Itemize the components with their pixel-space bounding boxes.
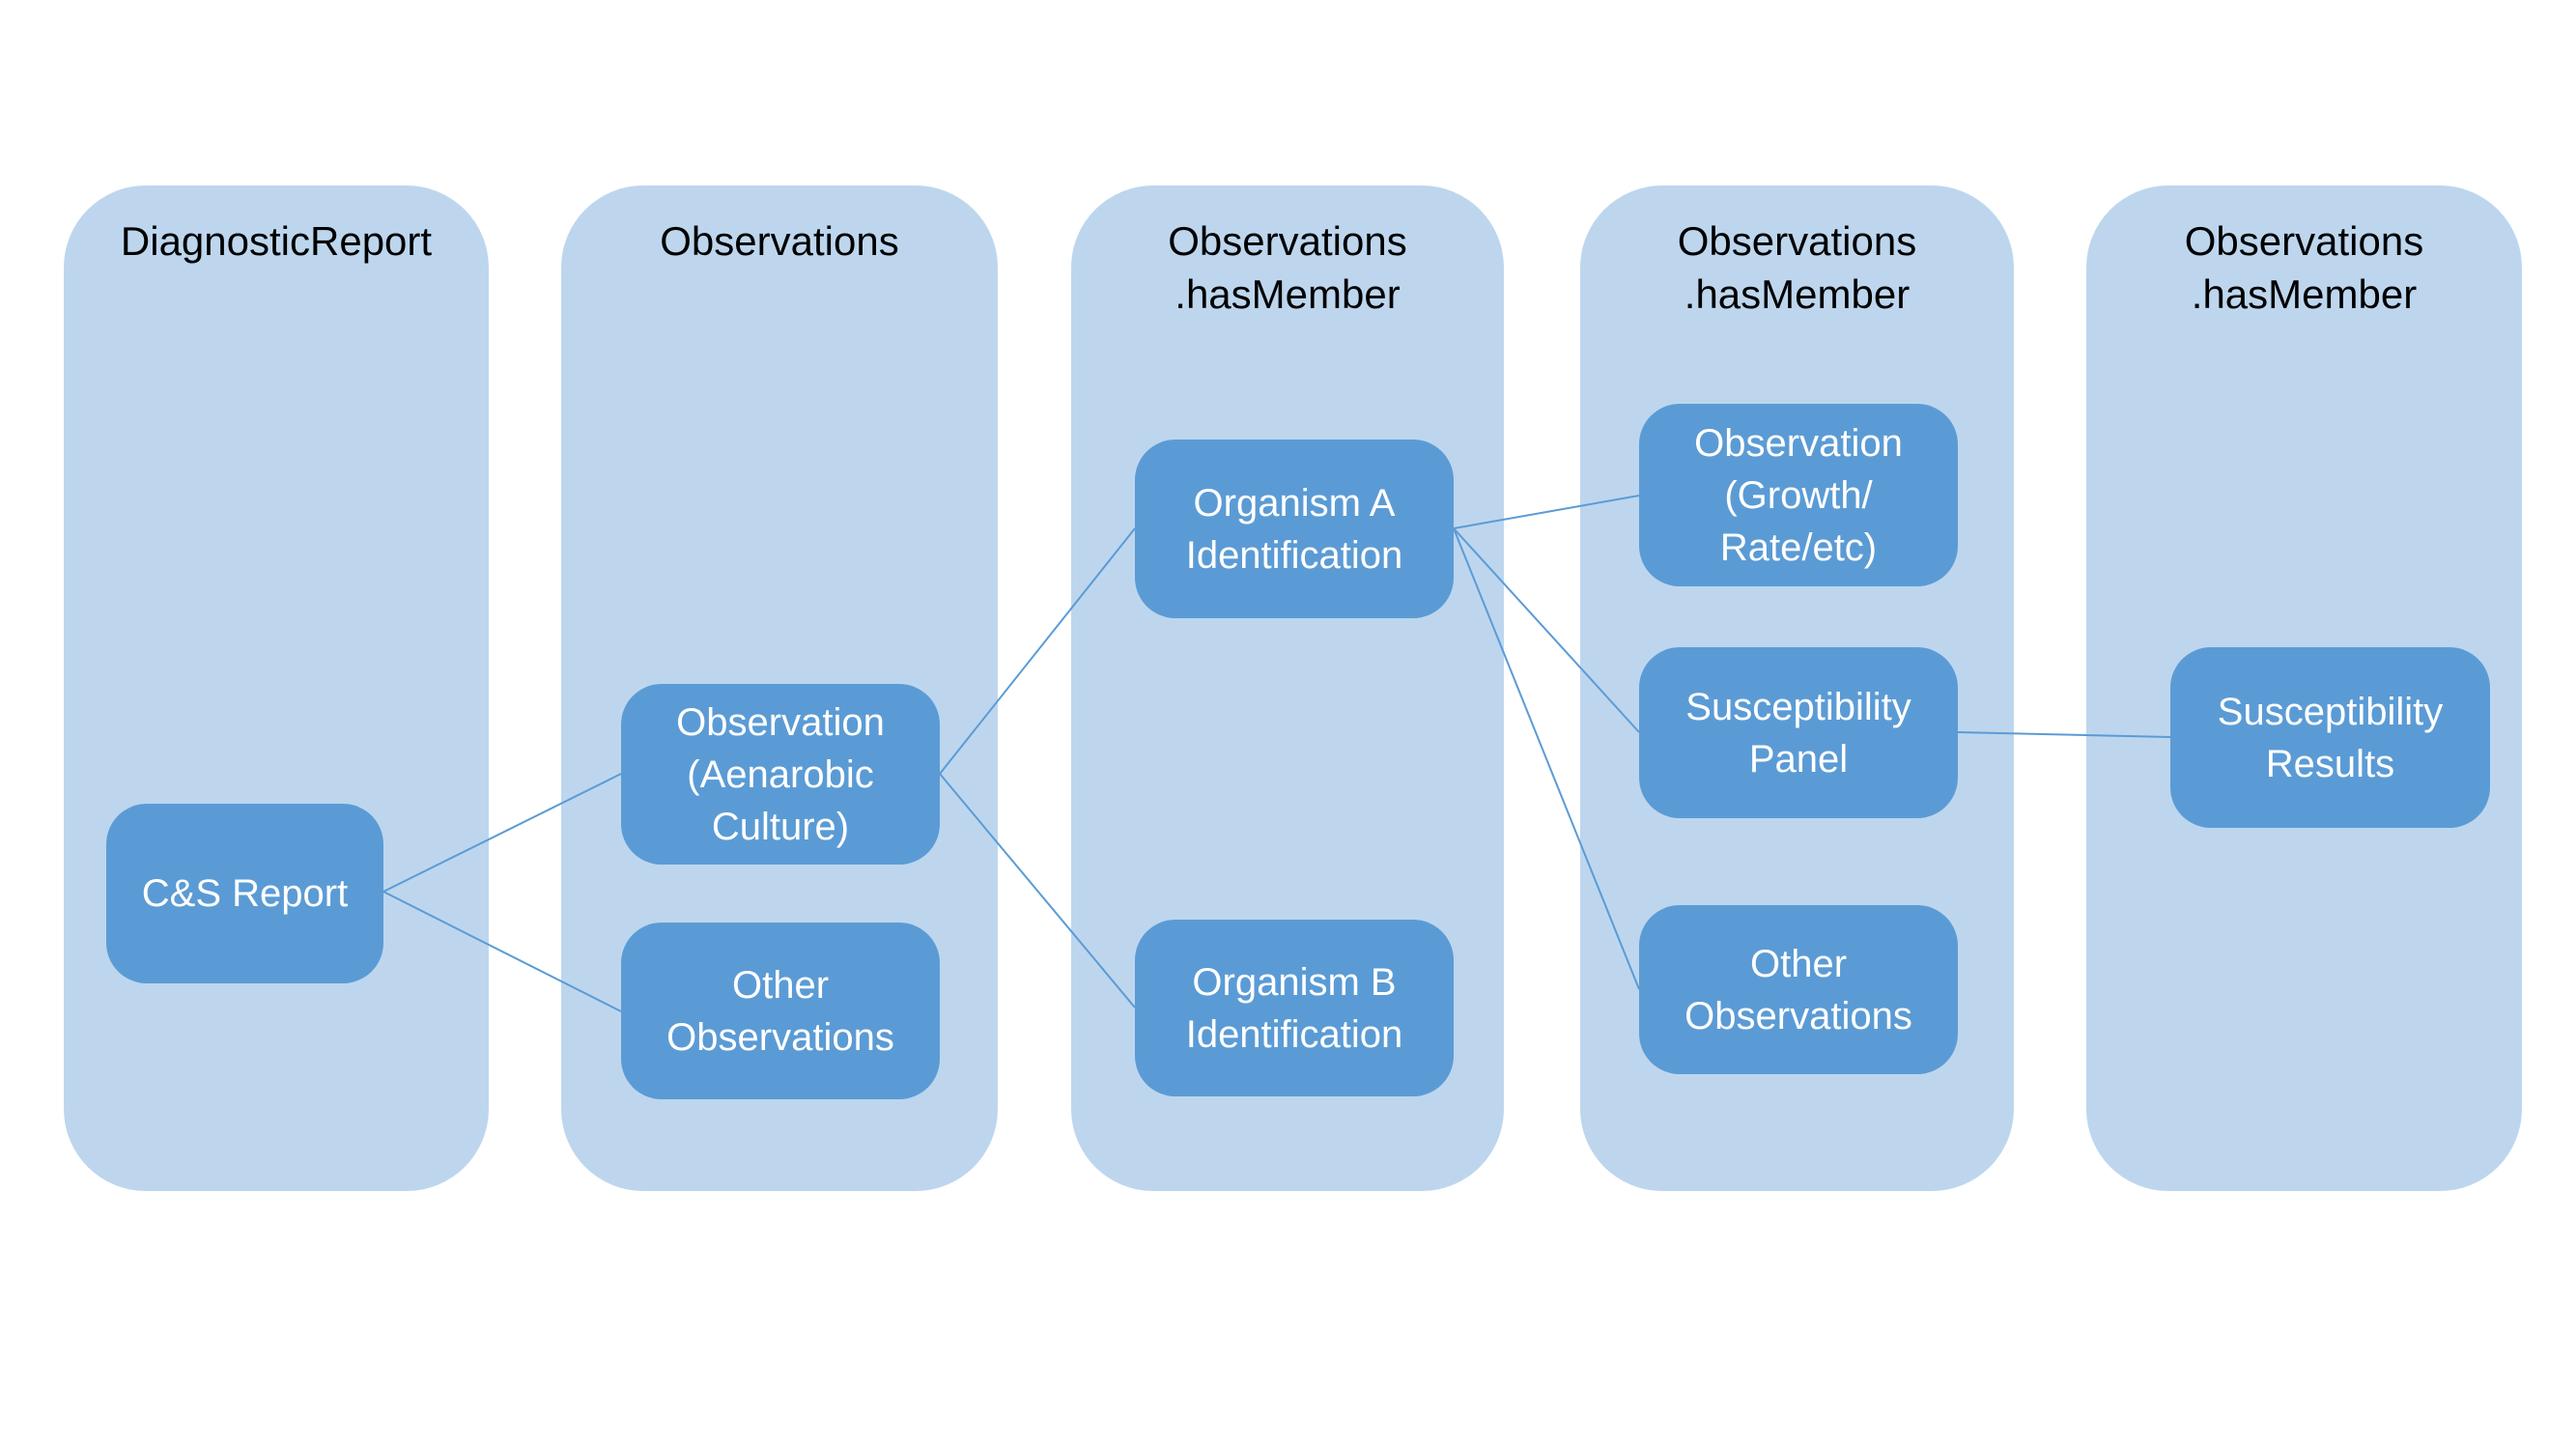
connector-aenarobic-organism-b <box>939 773 1136 1009</box>
connector-organisma-suscpanel <box>1453 527 1640 733</box>
connector-organisma-growth <box>1453 495 1640 529</box>
connector-aenarobic-organism-a <box>939 527 1136 775</box>
node-other-observations-2: Other Observations <box>1639 905 1958 1074</box>
node-other-observations: Other Observations <box>621 923 940 1099</box>
column-title: Observations .hasMember <box>1677 218 1917 317</box>
connector-csreport-aenarobic <box>382 773 622 893</box>
column-title: DiagnosticReport <box>120 218 433 264</box>
node-observation-growth-rate: Observation (Growth/ Rate/etc) <box>1639 404 1958 586</box>
node-susceptibility-results: Susceptibility Results <box>2170 647 2490 828</box>
column-title: Observations .hasMember <box>1168 218 1407 317</box>
node-organism-a-identification: Organism A Identification <box>1135 440 1454 618</box>
node-cs-report: C&S Report <box>106 804 383 983</box>
node-observation-aenarobic-culture: Observation (Aenarobic Culture) <box>621 684 940 865</box>
node-susceptibility-panel: Susceptibility Panel <box>1639 647 1958 818</box>
column-diagnosticreport: DiagnosticReport <box>64 185 489 1191</box>
node-organism-b-identification: Organism B Identification <box>1135 920 1454 1096</box>
connector-suscpanel-suscresults <box>1957 731 2171 738</box>
connector-organisma-otherobs <box>1453 527 1640 990</box>
connector-csreport-otherobs <box>382 891 622 1012</box>
column-title: Observations .hasMember <box>2184 218 2424 317</box>
column-title: Observations <box>660 218 899 264</box>
